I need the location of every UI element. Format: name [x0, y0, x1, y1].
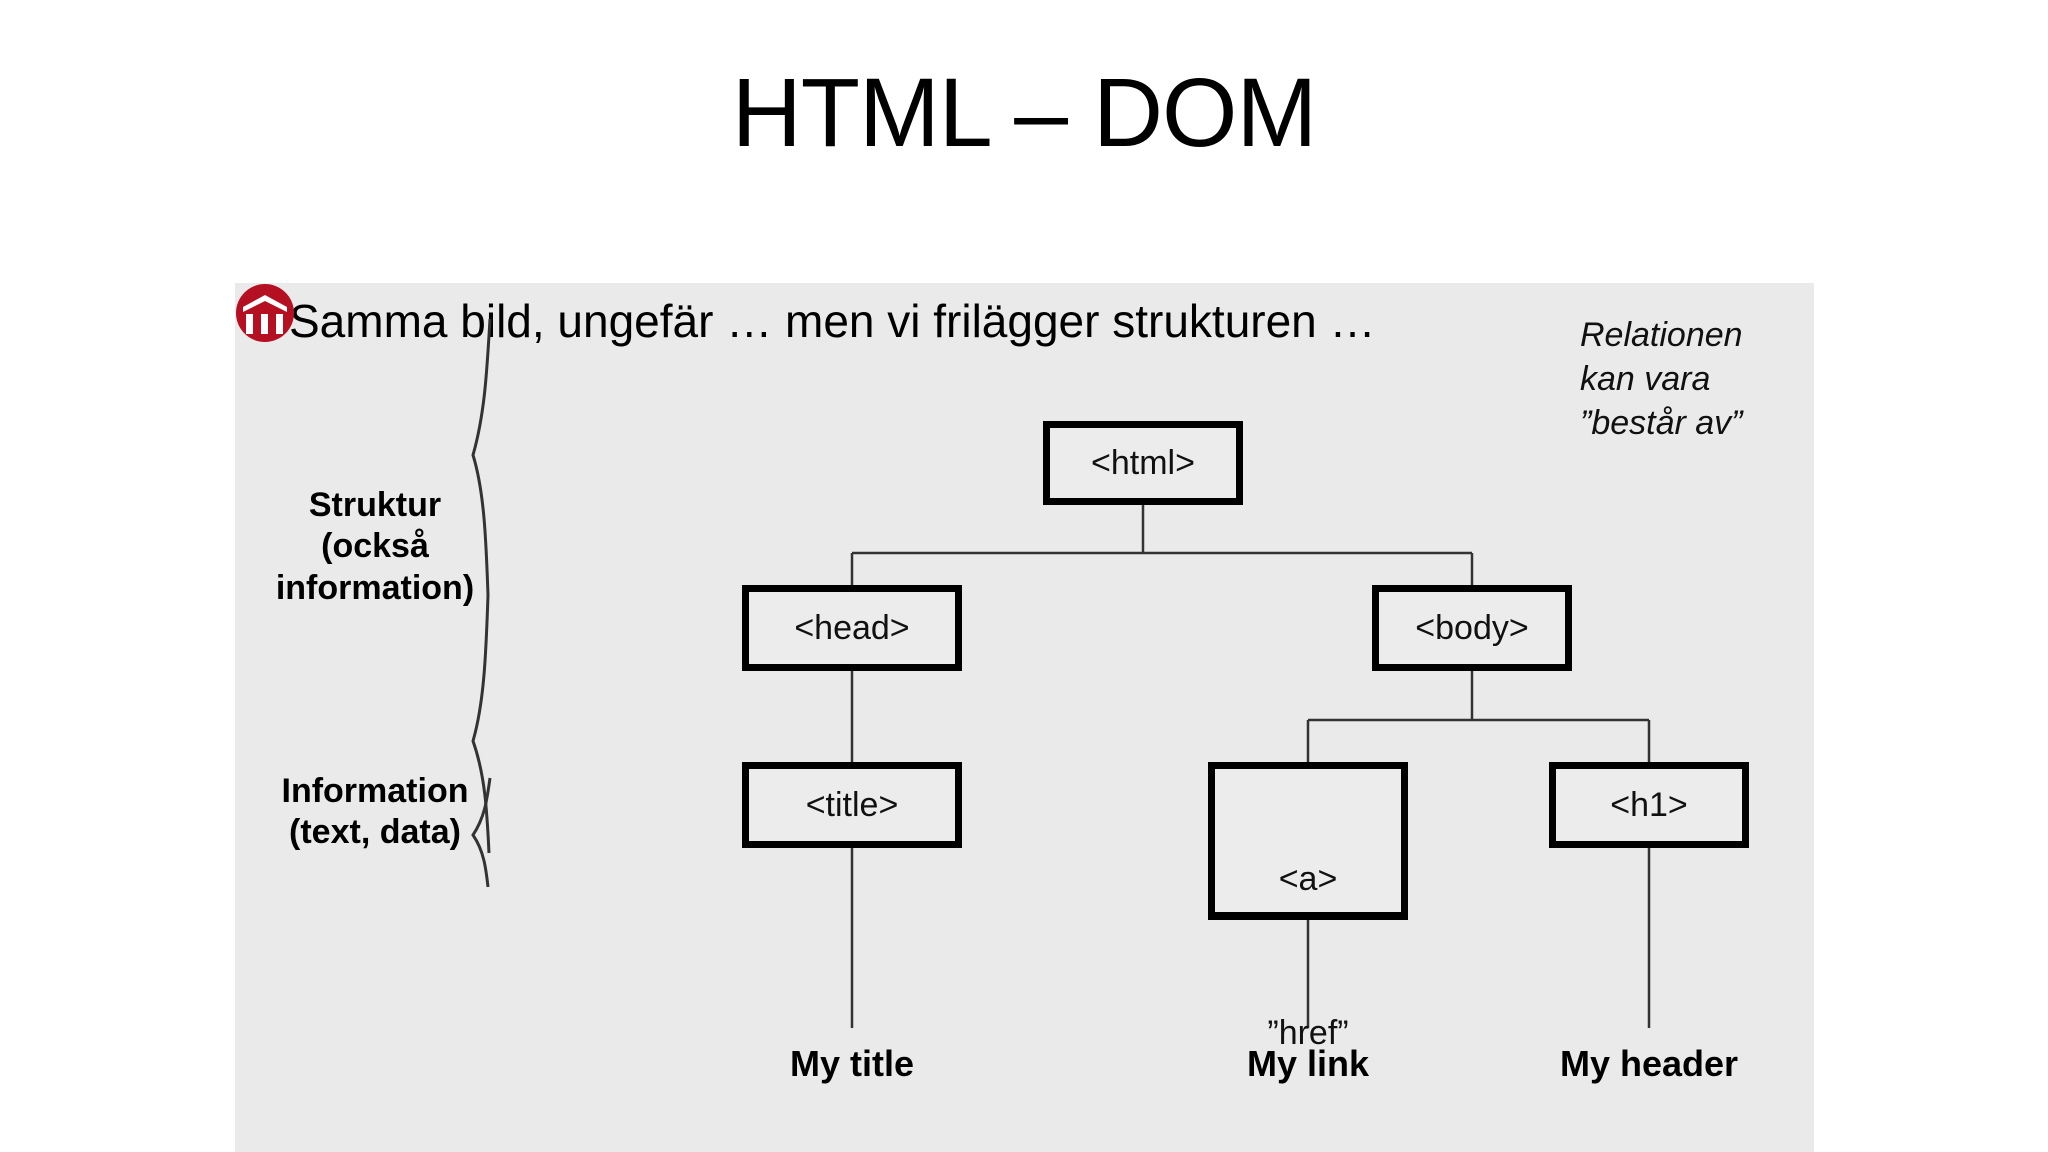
- leaf-label-my-title: My title: [789, 1043, 914, 1084]
- relation-note: Relationen kan vara ”består av”: [1580, 316, 1743, 443]
- node-body: <body>: [1372, 585, 1572, 671]
- node-title: <title>: [742, 762, 962, 848]
- brace-structure-icon: [471, 318, 492, 854]
- content-panel: • Samma bild, ungefär … men vi frilägger…: [235, 283, 1814, 1152]
- node-html: <html>: [1043, 421, 1243, 505]
- node-a-attribute: ”href”: [1267, 1013, 1349, 1052]
- diagram-connectors: [471, 318, 1651, 1028]
- node-head: <head>: [742, 585, 962, 671]
- bullet-text: Samma bild, ungefär … men vi frilägger s…: [289, 295, 1376, 347]
- leaf-label-my-header: My header: [1559, 1043, 1739, 1084]
- brace-information-icon: [471, 777, 492, 888]
- node-h1: <h1>: [1549, 762, 1749, 848]
- node-a: <a> ”href”: [1208, 762, 1408, 1052]
- university-logo-icon: [236, 284, 294, 342]
- bullet-item: • Samma bild, ungefär … men vi frilägger…: [255, 295, 1795, 348]
- node-a-tag: <a>: [1215, 847, 1401, 919]
- side-label-structure: Struktur (också information): [275, 486, 475, 607]
- side-label-information: Information (text, data): [281, 772, 469, 852]
- page-title: HTML – DOM: [731, 58, 1318, 167]
- leaf-label-my-link: My link: [1246, 1043, 1370, 1084]
- dom-tree-diagram: <html> <head> <body> <title> <a> ”href” …: [235, 283, 1814, 1152]
